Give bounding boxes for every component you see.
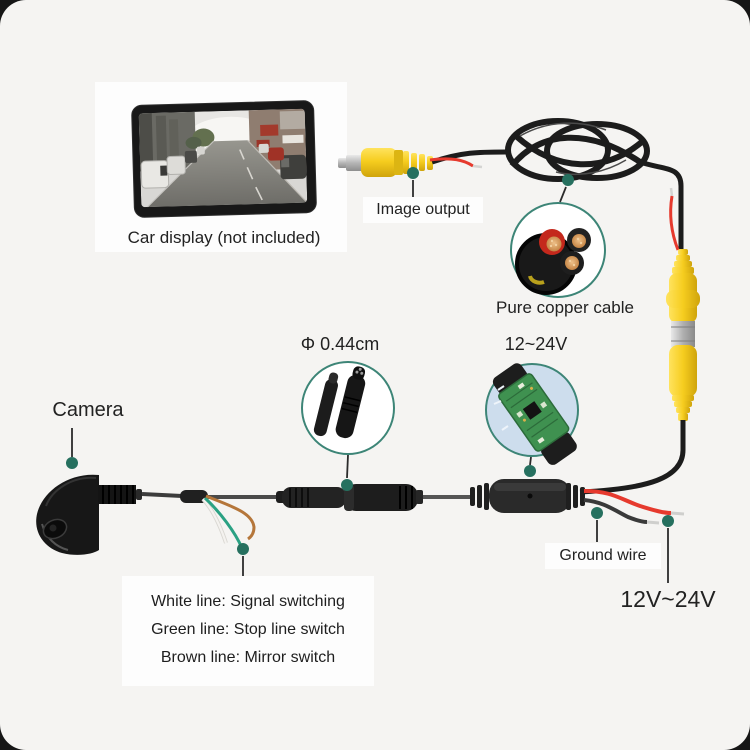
callout-dot-image-output	[407, 167, 419, 179]
wire-legend-white: White line: Signal switching	[151, 593, 345, 610]
connector-inset-circle	[301, 361, 395, 455]
brown-wire	[205, 494, 256, 541]
cable-coil-highlights	[519, 122, 627, 176]
car-display-caption: Car display (not included)	[127, 228, 321, 247]
rca-coupler	[666, 249, 700, 421]
extension-connector	[276, 484, 423, 511]
callout-dot-connector	[341, 479, 353, 491]
image-output-label: Image output	[363, 197, 483, 223]
red-wire-at-coupler	[669, 187, 680, 251]
ground-wire-label: Ground wire	[545, 543, 661, 569]
voltage-inset-title: 12~24V	[504, 334, 568, 354]
callout-dot-green-wire	[237, 543, 249, 555]
wire-legend-green: Green line: Stop line switch	[151, 621, 345, 638]
cable-coil	[505, 118, 650, 182]
wire-breakout-sleeve	[180, 490, 208, 503]
camera-stem	[98, 485, 142, 504]
camera-label: Camera	[52, 399, 124, 421]
callout-dot-ground	[591, 507, 603, 519]
copper-inset-circle	[510, 202, 606, 298]
wire-legend-brown: Brown line: Mirror switch	[160, 649, 336, 666]
callout-dot-camera	[66, 457, 78, 469]
cable-to-module	[579, 420, 686, 495]
diameter-label: Φ 0.44cm	[300, 334, 380, 354]
pcb-inset-circle	[485, 363, 579, 465]
callout-dots	[66, 167, 674, 555]
callout-dot-copper	[562, 174, 574, 186]
callout-lines	[71, 180, 669, 583]
pure-copper-cable-label: Pure copper cable	[496, 298, 634, 317]
camera-cable	[141, 492, 183, 498]
car-display	[131, 100, 317, 218]
power-red-wire	[583, 489, 685, 516]
signal-cable	[431, 149, 507, 165]
red-trigger-wire-top	[429, 157, 483, 169]
power-voltage-label: 12V~24V	[620, 586, 716, 612]
cable-to-coupler	[639, 159, 684, 250]
camera-unit	[36, 474, 99, 555]
power-filter-module	[470, 479, 585, 513]
display-screen	[138, 108, 308, 208]
white-wire	[202, 498, 228, 544]
power-black-wire	[583, 498, 660, 525]
trigger-wires	[201, 494, 256, 549]
callout-dot-power	[662, 515, 674, 527]
rca-plug-male	[338, 148, 433, 177]
callout-dot-pcb	[524, 465, 536, 477]
wire-legend: White line: Signal switching Green line:…	[122, 576, 374, 686]
